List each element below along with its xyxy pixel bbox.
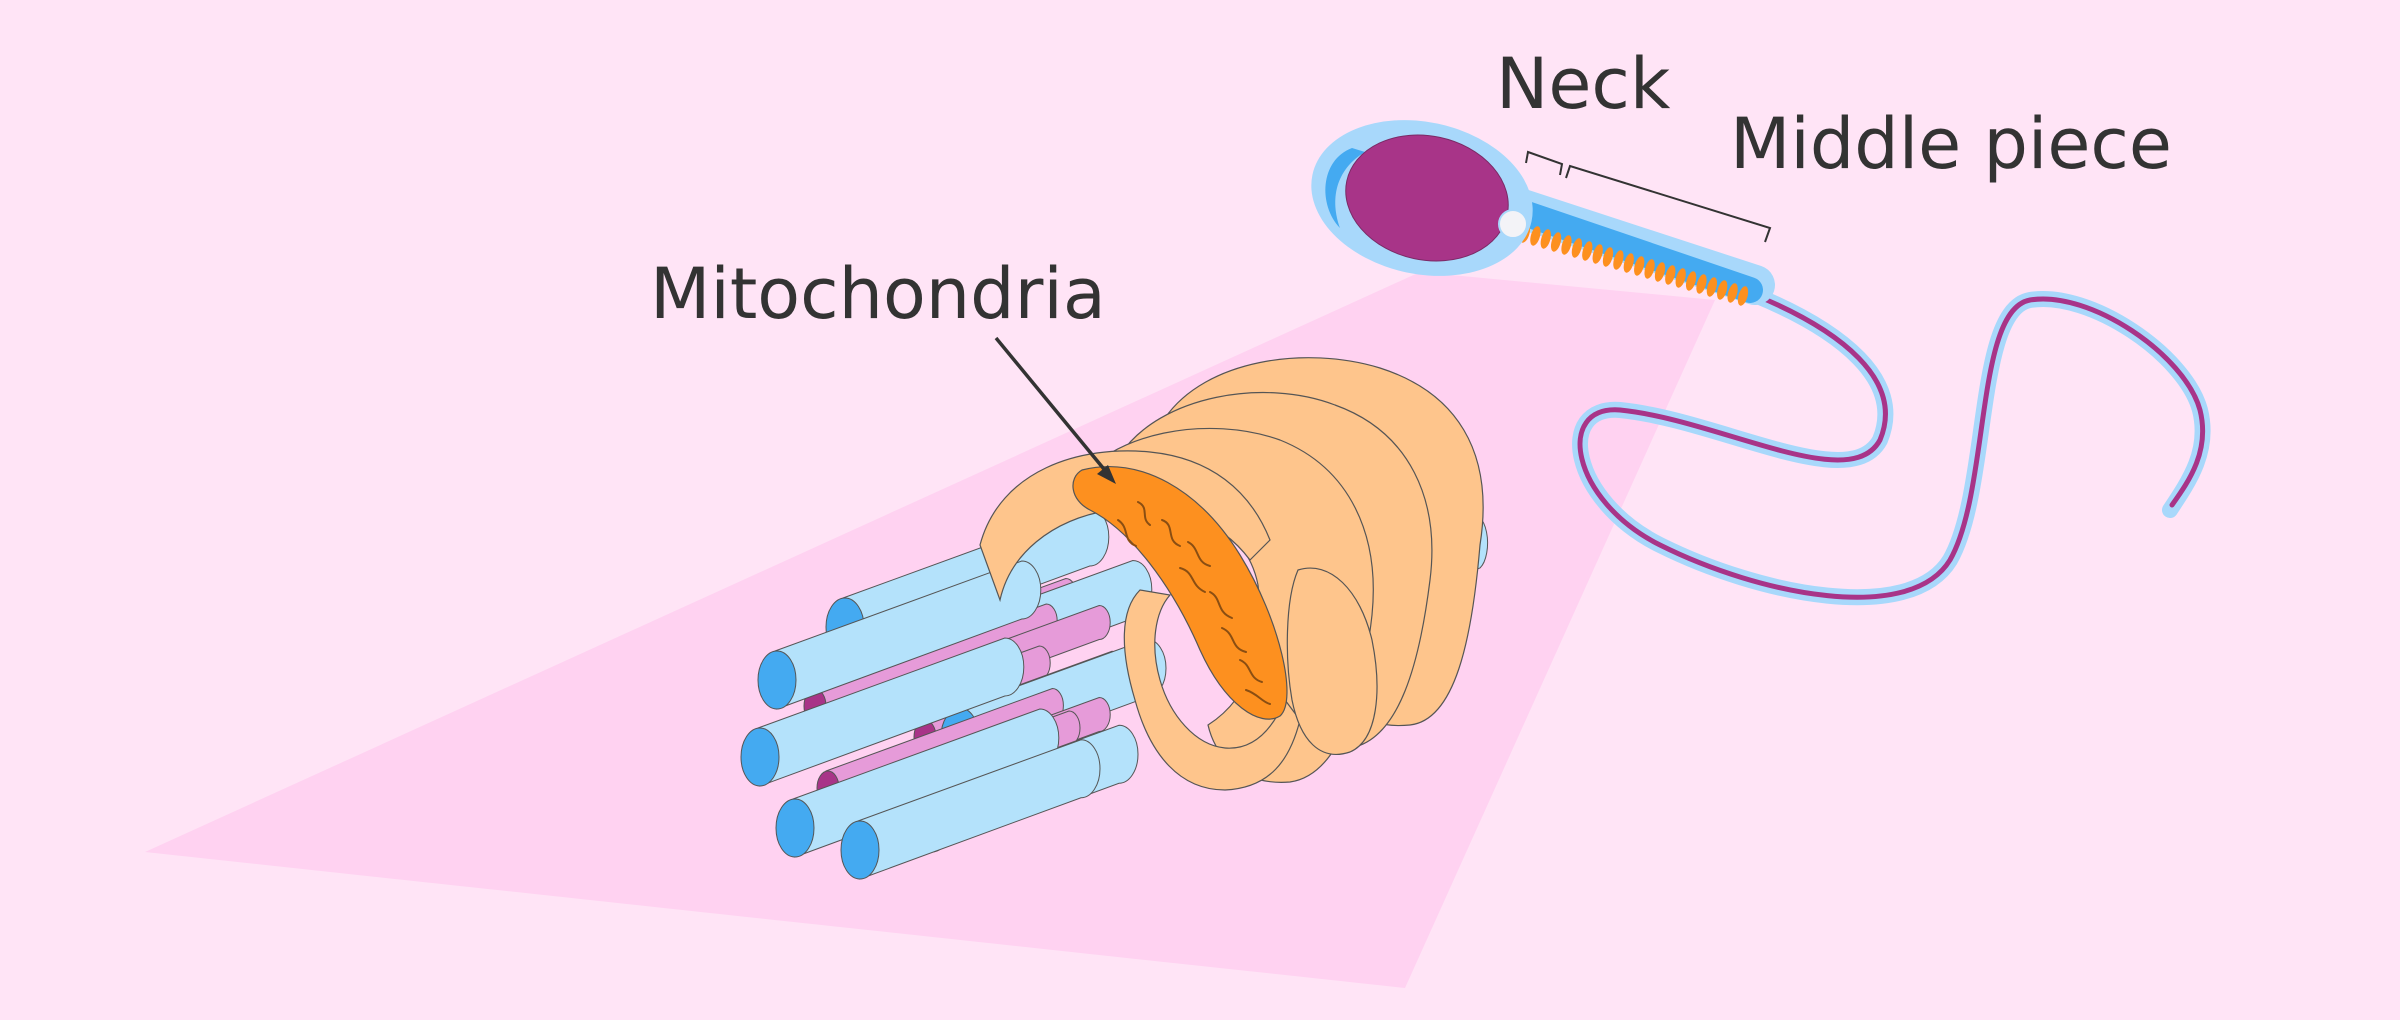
midpiece-mitochondrion-dot (1561, 235, 1572, 255)
middle-piece-bracket (1565, 164, 1772, 243)
label-mitochondria: Mitochondria (650, 253, 1106, 335)
midpiece-mitochondrion-dot (1737, 286, 1749, 306)
midpiece-mitochondrion-dot (1550, 232, 1562, 252)
midpiece-mitochondrion-dot (1634, 256, 1645, 276)
axoneme-cross-section-icon (740, 357, 1489, 880)
label-middle-piece: Middle piece (1730, 103, 2172, 185)
midpiece-mitochondrion-dot (1530, 226, 1541, 246)
midpiece-mitochondrion-dot (1706, 277, 1718, 297)
microtubule-body (857, 739, 1101, 880)
midpiece-mitochondrion-dot (1675, 268, 1686, 288)
sperm-midpiece-sheath (1502, 197, 1763, 303)
midpiece-mitochondrion-dot (1644, 259, 1655, 279)
label-neck: Neck (1496, 43, 1671, 125)
microtubule (757, 560, 1042, 710)
midpiece-mitochondrion-dot (1571, 238, 1583, 258)
midpiece-mitochondrion-dot (1696, 274, 1707, 294)
midpiece-mitochondrion-dot (1717, 280, 1728, 300)
mitochondrial-sheath-front (1286, 567, 1378, 755)
microtubule-end (840, 820, 880, 880)
mitochondrion-body (1072, 466, 1288, 720)
neck-bracket (1525, 150, 1564, 176)
midpiece-mitochondrion-dot (1654, 262, 1666, 282)
midpiece-mitochondrion-dot (1685, 271, 1697, 291)
microtubule-end (757, 650, 797, 710)
sperm-cell-icon (1311, 120, 2211, 606)
mitochondrion-cristae (1117, 501, 1271, 705)
microtubule-end (775, 798, 815, 858)
microtubule-end (740, 727, 780, 787)
axoneme-microtubules (740, 507, 1167, 880)
mitochondria-pointer-arrow (994, 336, 1116, 484)
microtubule (740, 637, 1025, 787)
mitochondrion (1072, 466, 1288, 720)
midpiece-mitochondrion-dot (1602, 247, 1614, 267)
sperm-tail (1577, 292, 2206, 600)
microtubule-body (757, 637, 1025, 787)
midpiece-mitochondrion-dot (1592, 244, 1603, 264)
midpiece-mitochondrion-dot (1623, 253, 1634, 273)
midpiece-mitochondrion-dot (1665, 265, 1676, 285)
sperm-midpiece-mitochondria (1519, 223, 1749, 306)
microtubule-body (774, 560, 1042, 710)
midpiece-mitochondrion-dot (1582, 241, 1593, 261)
mitochondrial-sheath-front (979, 450, 1271, 603)
midpiece-mitochondrion-dot (1540, 229, 1551, 249)
sperm-neck-centriole (1498, 209, 1528, 239)
microtubule (840, 739, 1101, 880)
sperm-acrosome (1325, 148, 1365, 228)
midpiece-mitochondrion-dot (1613, 250, 1624, 270)
midpiece-mitochondrion-dot (1727, 283, 1738, 303)
